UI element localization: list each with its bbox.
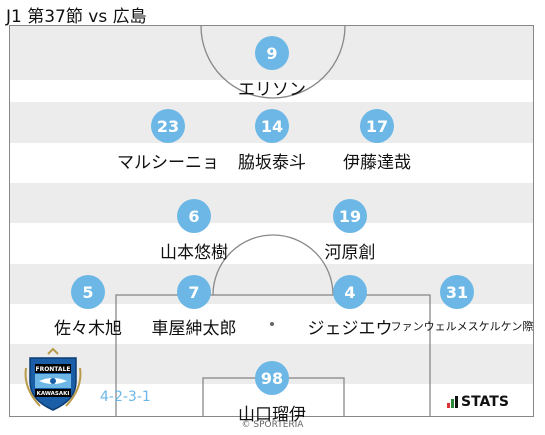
formation-label: 4-2-3-1 [100,389,151,405]
player-number: 7 [177,275,211,309]
player-name: 伊藤達哉 [343,153,411,173]
copyright: © SPORTERIA [241,420,304,430]
player-name: マルシーニョ [117,153,219,173]
page-title: J1 第37節 vs 広島 [6,7,147,27]
player-number: 31 [440,275,474,309]
player-name: 山口瑠伊 [238,405,306,425]
player-number: 14 [255,109,289,143]
player-number: 4 [333,275,367,309]
player-number: 23 [151,109,185,143]
stats-logo: STATS [447,394,509,410]
pitch-stripe [10,183,533,223]
player-name: ファンウェルメスケルケン際 [390,320,534,333]
player-name: 佐々木旭 [54,319,122,339]
player-number: 5 [71,275,105,309]
player-name: エリソン [238,80,306,100]
club-crest-icon: FRONTALE KAWASAKI [22,347,84,416]
crest-text-top: FRONTALE [35,366,70,373]
player-name: 山本悠樹 [160,243,228,263]
player-number: 19 [333,199,367,233]
stats-bars-icon [447,396,458,408]
stats-logo-text: STATS [461,394,509,410]
player-number: 17 [360,109,394,143]
player-name: 河原創 [324,243,376,263]
crest-text-bottom: KAWASAKI [37,391,70,397]
player-number: 6 [177,199,211,233]
player-name: 車屋紳太郎 [151,319,237,339]
player-name: 脇坂泰斗 [238,153,306,173]
player-number: 9 [255,36,289,70]
player-name: ジェジエウ [307,319,393,339]
player-number: 98 [255,361,289,395]
